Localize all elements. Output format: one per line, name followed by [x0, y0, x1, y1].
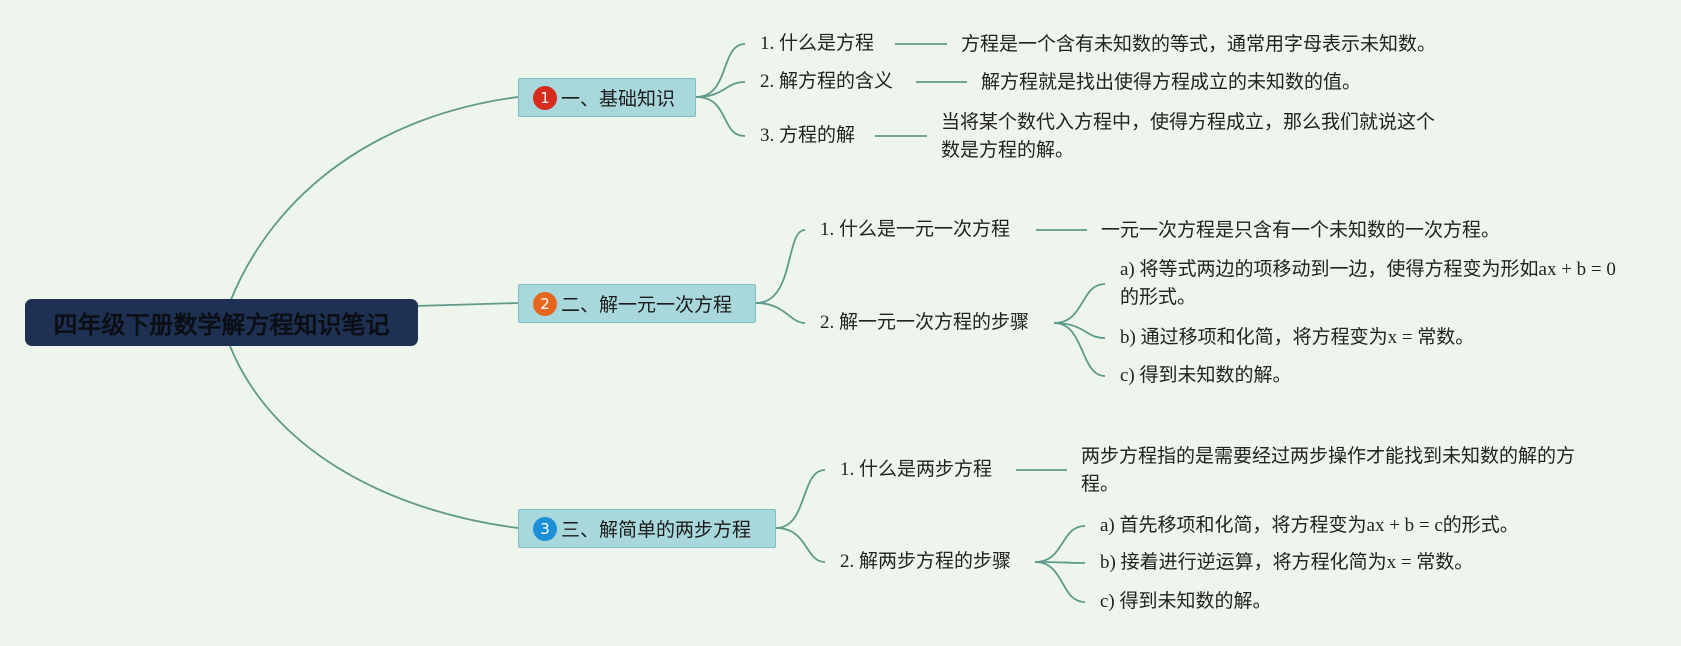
root-title: 四年级下册数学解方程知识笔记	[53, 311, 390, 339]
step-item: b) 接着进行逆运算，将方程化简为x = 常数。	[1100, 552, 1474, 573]
topic-solution-of-equation[interactable]: 3. 方程的解	[760, 125, 856, 146]
step-item: a) 将等式两边的项移动到一边，使得方程变为形如ax + b = 0的形式。	[1120, 259, 1616, 308]
branch-two-step-equations[interactable]: 3 三、解简单的两步方程	[518, 509, 776, 548]
number-badge-1: 1	[533, 85, 557, 110]
topic-linear-equation-steps[interactable]: 2. 解一元一次方程的步骤	[820, 312, 1030, 333]
branch-label: 二、解一元一次方程	[561, 294, 733, 316]
branch-label: 一、基础知识	[561, 88, 676, 110]
topic-meaning-of-solving[interactable]: 2. 解方程的含义	[760, 71, 894, 92]
step-item: a) 首先移项和化简，将方程变为ax + b = c的形式。	[1100, 515, 1519, 536]
topic-what-is-two-step[interactable]: 1. 什么是两步方程	[840, 459, 993, 480]
step-item: c) 得到未知数的解。	[1100, 591, 1272, 612]
topic-what-is-equation[interactable]: 1. 什么是方程	[760, 33, 875, 54]
detail-solution-of-equation: 当将某个数代入方程中，使得方程成立，那么我们就说这个数是方程的解。	[941, 111, 1436, 161]
topic-two-step-steps[interactable]: 2. 解两步方程的步骤	[840, 551, 1012, 572]
number-badge-2: 2	[533, 291, 557, 316]
detail-what-is-two-step: 两步方程指的是需要经过两步操作才能找到未知数的解的方程。	[1081, 445, 1576, 495]
step-item: c) 得到未知数的解。	[1120, 365, 1292, 386]
branch-linear-equations[interactable]: 2 二、解一元一次方程	[518, 284, 756, 323]
branch-basics[interactable]: 1 一、基础知识	[518, 78, 696, 117]
number-badge-3: 3	[533, 516, 557, 541]
root-topic[interactable]: 四年级下册数学解方程知识笔记	[25, 299, 418, 346]
branch-label: 三、解简单的两步方程	[561, 519, 752, 541]
detail-meaning-of-solving: 解方程就是找出使得方程成立的未知数的值。	[981, 71, 1362, 93]
detail-what-is-equation: 方程是一个含有未知数的等式，通常用字母表示未知数。	[961, 33, 1437, 55]
detail-what-is-linear-equation: 一元一次方程是只含有一个未知数的一次方程。	[1101, 219, 1501, 241]
step-item: b) 通过移项和化简，将方程变为x = 常数。	[1120, 327, 1475, 348]
topic-what-is-linear-equation[interactable]: 1. 什么是一元一次方程	[820, 219, 1011, 240]
